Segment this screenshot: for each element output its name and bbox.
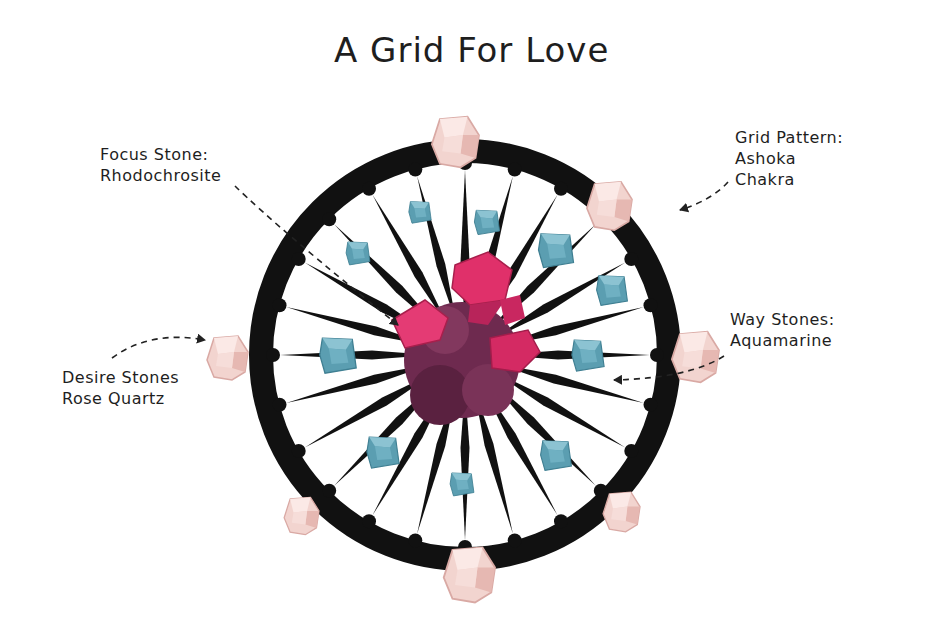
leader-line xyxy=(680,182,728,210)
leader-line xyxy=(112,337,205,358)
leader-line xyxy=(614,356,724,380)
callout-label: Focus Stone: Rhodochrosite xyxy=(100,145,240,187)
callout-label: Way Stones: Aquamarine xyxy=(730,310,860,352)
leader-line xyxy=(235,186,398,325)
focus-stone xyxy=(392,252,540,425)
diagram-title: A Grid For Love xyxy=(334,28,609,72)
callout-label: Desire Stones Rose Quartz xyxy=(62,368,202,410)
callout-label: Grid Pattern: Ashoka Chakra xyxy=(735,128,855,190)
